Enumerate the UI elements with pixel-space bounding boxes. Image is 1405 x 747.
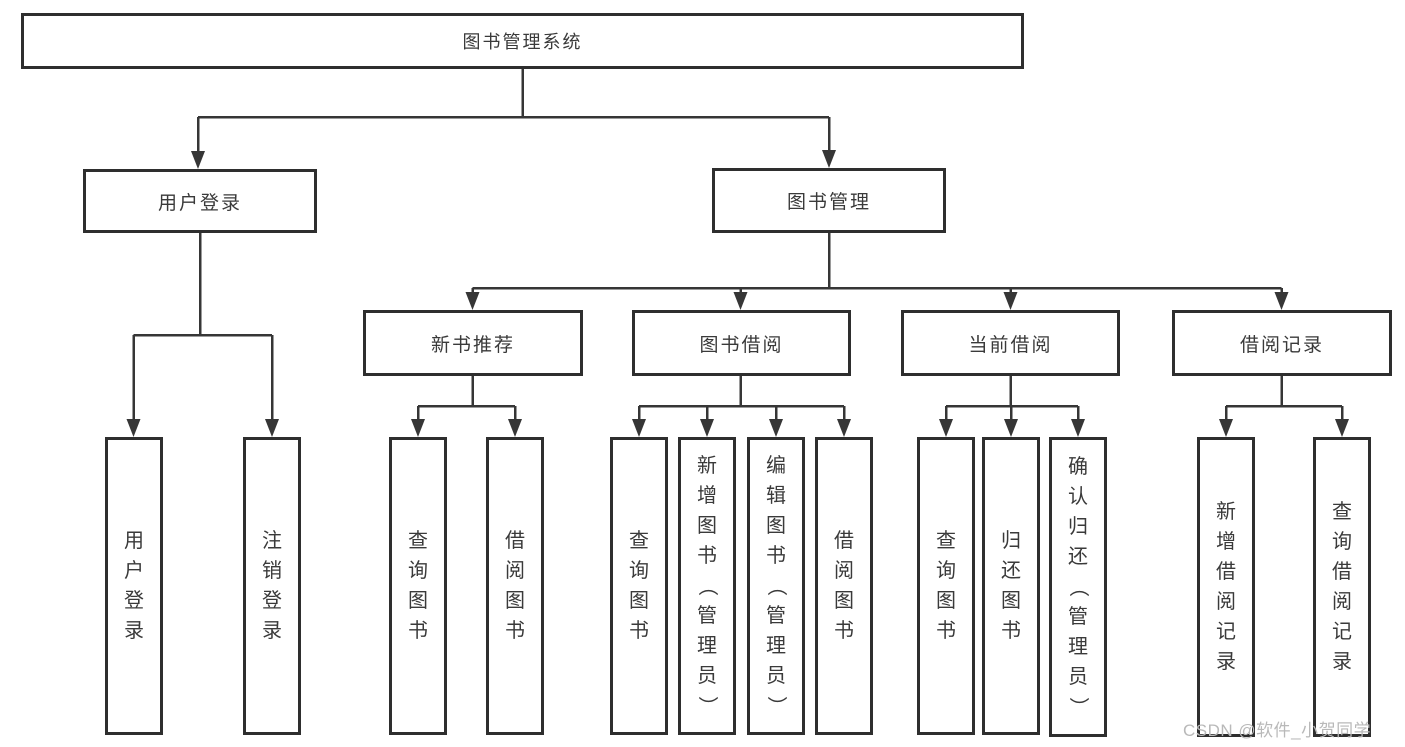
vertical-char: 管 [1068, 606, 1088, 628]
vertical-char: 书 [834, 620, 854, 642]
vertical-char: 理 [1068, 636, 1088, 658]
vertical-char: 归 [1068, 516, 1088, 538]
leaf-borrow-edit-books-admin: 编辑图书 （ 管理员 ） [747, 437, 805, 735]
vertical-char: （ [765, 576, 787, 596]
vertical-char: 户 [124, 560, 144, 582]
vertical-char: 阅 [1332, 591, 1352, 613]
vertical-char: 询 [936, 560, 956, 582]
vertical-char: 询 [629, 560, 649, 582]
vertical-char: 借 [1216, 561, 1236, 583]
vertical-char: 录 [262, 620, 282, 642]
vertical-char: 认 [1068, 486, 1088, 508]
leaf-records-add: 新增借阅记录 [1197, 437, 1255, 737]
vertical-char: 员 [697, 665, 717, 687]
vertical-char: 书 [697, 545, 717, 567]
vertical-char: 理 [697, 635, 717, 657]
vertical-char: 查 [936, 530, 956, 552]
vertical-char: 录 [1216, 651, 1236, 673]
vertical-char: 图 [936, 590, 956, 612]
vertical-char: 录 [124, 620, 144, 642]
vertical-char: 新 [1216, 501, 1236, 523]
leaf-recommend-query-books: 查询图书 [389, 437, 447, 735]
vertical-char: 书 [629, 620, 649, 642]
leaf-current-query-books: 查询图书 [917, 437, 975, 735]
leaf-borrow-borrow-books: 借阅图书 [815, 437, 873, 735]
vertical-char: 登 [262, 590, 282, 612]
vertical-char: （ [696, 576, 718, 596]
vertical-char: 借 [834, 530, 854, 552]
vertical-char: 阅 [505, 560, 525, 582]
vertical-char: 管 [697, 605, 717, 627]
vertical-char: 图 [408, 590, 428, 612]
vertical-char: 图 [629, 590, 649, 612]
vertical-char: 记 [1216, 621, 1236, 643]
vertical-char: 新 [697, 455, 717, 477]
leaf-borrow-query-books: 查询图书 [610, 437, 668, 735]
vertical-char: 增 [697, 485, 717, 507]
vertical-char: 理 [766, 635, 786, 657]
vertical-char: 书 [408, 620, 428, 642]
vertical-char: 销 [262, 560, 282, 582]
leaf-current-return-books: 归还图书 [982, 437, 1040, 735]
vertical-char: ） [696, 696, 718, 716]
vertical-char: 询 [408, 560, 428, 582]
vertical-char: 借 [505, 530, 525, 552]
node-book-borrow: 图书借阅 [632, 310, 851, 376]
vertical-char: （ [1067, 577, 1089, 597]
vertical-char: 书 [505, 620, 525, 642]
vertical-char: 增 [1216, 531, 1236, 553]
vertical-char: 员 [1068, 666, 1088, 688]
vertical-char: 录 [1332, 651, 1352, 673]
node-user-login: 用户登录 [83, 169, 317, 233]
leaf-borrow-add-books-admin: 新增图书 （ 管理员 ） [678, 437, 736, 735]
vertical-char: 书 [766, 545, 786, 567]
leaf-recommend-borrow-books: 借阅图书 [486, 437, 544, 735]
vertical-char: 书 [936, 620, 956, 642]
vertical-char: 图 [766, 515, 786, 537]
vertical-char: 还 [1068, 546, 1088, 568]
vertical-char: 查 [408, 530, 428, 552]
vertical-char: 图 [505, 590, 525, 612]
vertical-char: 登 [124, 590, 144, 612]
vertical-char: 询 [1332, 531, 1352, 553]
leaf-logout: 注销登录 [243, 437, 301, 735]
vertical-char: ） [765, 696, 787, 716]
node-root-system: 图书管理系统 [21, 13, 1024, 69]
vertical-char: 归 [1001, 530, 1021, 552]
vertical-char: 书 [1001, 620, 1021, 642]
vertical-char: ） [1067, 697, 1089, 717]
vertical-char: 图 [834, 590, 854, 612]
leaf-current-confirm-return-admin: 确认归还 （ 管理员 ） [1049, 437, 1107, 737]
node-new-book-recommend: 新书推荐 [363, 310, 583, 376]
vertical-char: 还 [1001, 560, 1021, 582]
connector-paths [132, 69, 1344, 431]
vertical-char: 图 [697, 515, 717, 537]
vertical-char: 阅 [834, 560, 854, 582]
node-current-borrow: 当前借阅 [901, 310, 1120, 376]
vertical-char: 编 [766, 455, 786, 477]
node-borrow-records: 借阅记录 [1172, 310, 1392, 376]
vertical-char: 用 [124, 530, 144, 552]
vertical-char: 图 [1001, 590, 1021, 612]
vertical-char: 查 [1332, 501, 1352, 523]
vertical-char: 借 [1332, 561, 1352, 583]
watermark: CSDN @软件_小贺同学 [1183, 721, 1372, 740]
vertical-char: 记 [1332, 621, 1352, 643]
leaf-records-query: 查询借阅记录 [1313, 437, 1371, 737]
vertical-char: 查 [629, 530, 649, 552]
vertical-char: 确 [1068, 456, 1088, 478]
leaf-user-login: 用户登录 [105, 437, 163, 735]
vertical-char: 辑 [766, 485, 786, 507]
arrowheads [126, 150, 1349, 437]
vertical-char: 阅 [1216, 591, 1236, 613]
vertical-char: 注 [262, 530, 282, 552]
node-book-management: 图书管理 [712, 168, 946, 233]
vertical-char: 员 [766, 665, 786, 687]
vertical-char: 管 [766, 605, 786, 627]
